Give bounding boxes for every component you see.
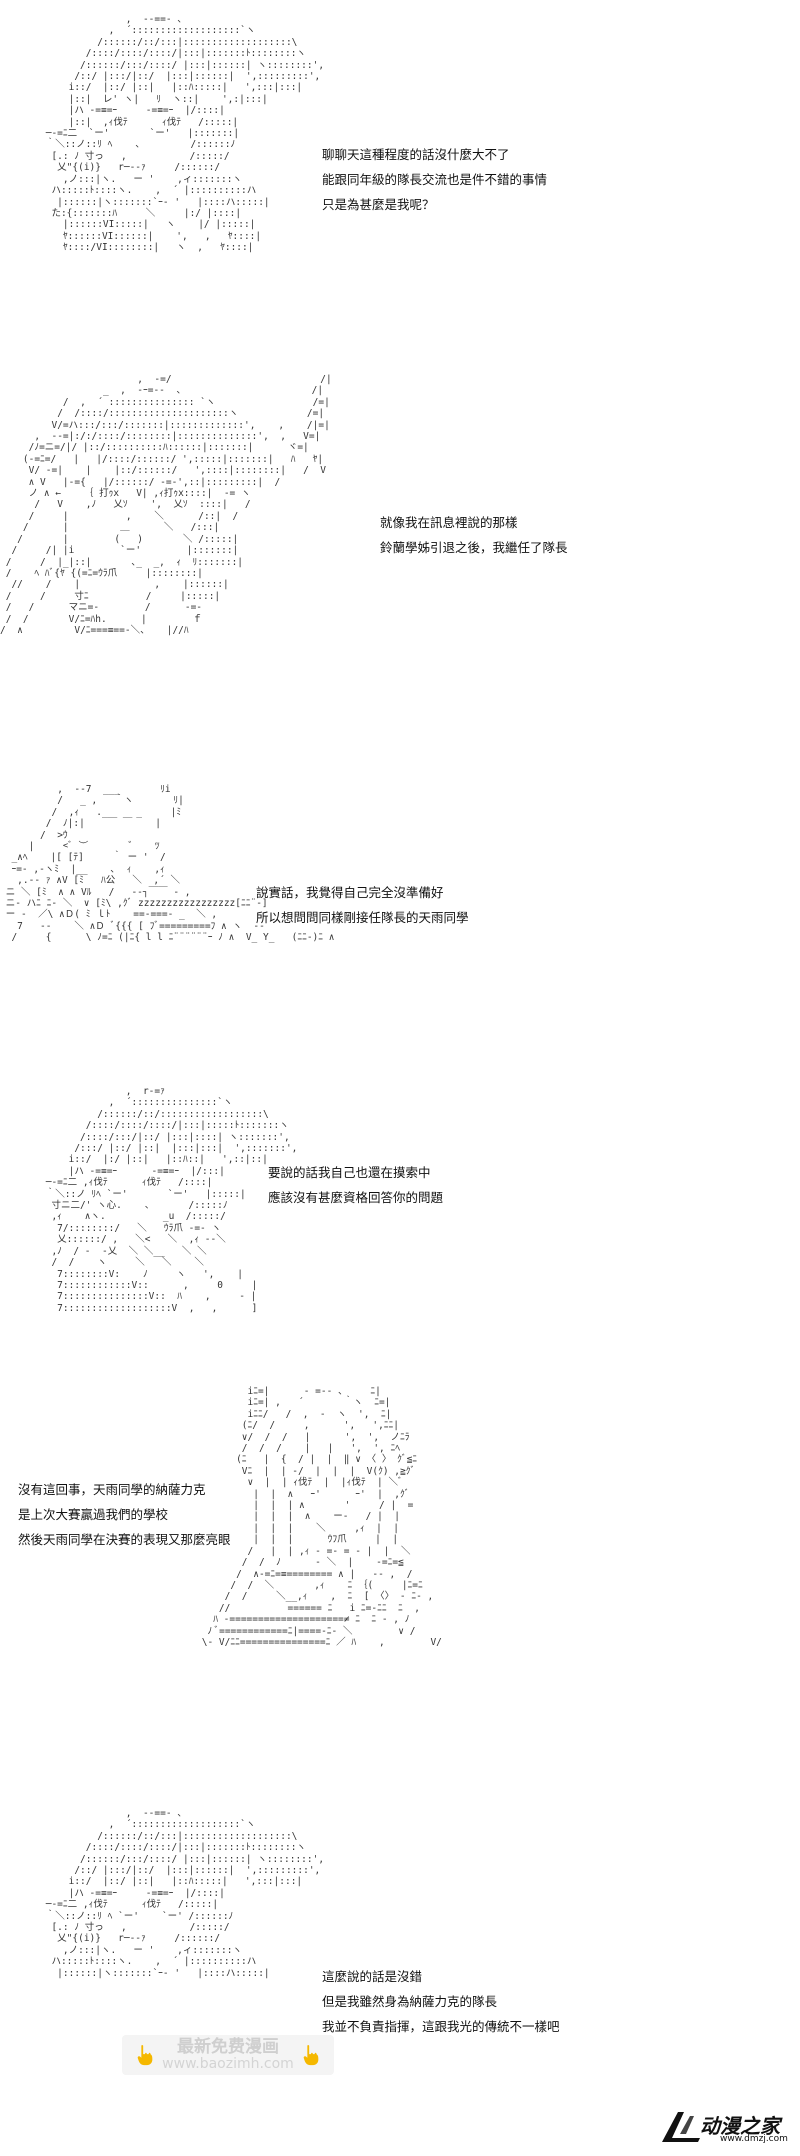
ascii-art-girl-phone: , -=/ /| _ , -ｰ=‐- 、 /| / , ´ ::::::::::…	[0, 374, 332, 636]
panel-5: iﾆ=| ‐ =‐‐ 、 ﾆ| iﾆ=| , ´ ｀ヽ ﾆ=| iﾆﾆ/ / ,…	[0, 1380, 800, 1780]
logo-text: 动漫之家	[700, 2114, 780, 2138]
dialog-line: 應該沒有甚麼資格回答你的問題	[268, 1190, 444, 1205]
dialog-line: 只是為甚麼是我呢？	[322, 197, 435, 212]
brush-stroke-icon	[662, 2112, 700, 2142]
ascii-art-girl-thinking: , r‐=ｧ , ´:::::::::::::::`ヽ /::::::/::/:…	[45, 1086, 298, 1314]
dialog-line: 所以想問問同樣剛接任隊長的天雨同學	[256, 910, 469, 925]
dialog-line: 能跟同年級的隊長交流也是件不錯的事情	[322, 172, 548, 187]
panel-1: , -‐==- 、 , ´:::::::::::::::::::`ヽ /::::…	[0, 0, 800, 360]
dialog-line: 就像我在訊息裡說的那樣	[380, 515, 518, 530]
ascii-art-girl-braid-repeat: , -‐==- 、 , ´:::::::::::::::::::`ヽ /::::…	[45, 1808, 325, 1979]
panel-6: , -‐==- 、 , ´:::::::::::::::::::`ヽ /::::…	[0, 1780, 800, 2156]
logo-url: www.dmzj.com	[720, 2134, 788, 2144]
pointing-hand-icon	[303, 2045, 319, 2066]
dialog-line: 聊聊天這種程度的話沒什麼大不了	[322, 147, 510, 162]
dialog-line: 說實話，我覺得自己完全沒準備好	[256, 885, 444, 900]
watermark-text: 最新免费漫画	[177, 2037, 279, 2057]
dialog-line: 沒有這回事，天雨同學的納薩力克	[18, 1482, 206, 1497]
panel-4: , r‐=ｧ , ´:::::::::::::::`ヽ /::::::/::/:…	[0, 1080, 800, 1380]
ascii-art-girl-braid: , -‐==- 、 , ´:::::::::::::::::::`ヽ /::::…	[45, 14, 325, 254]
dialog-line: 但是我雖然身為納薩力克的隊長	[322, 1994, 498, 2009]
watermark-url: www.baozimh.com	[162, 2056, 294, 2072]
dialog-line: 然後天雨同學在決賽的表現又那麼亮眼	[18, 1532, 231, 1547]
ascii-art-girl-long-hair: iﾆ=| ‐ =‐‐ 、 ﾆ| iﾆ=| , ´ ｀ヽ ﾆ=| iﾆﾆ/ / ,…	[201, 1386, 442, 1648]
baozimh-watermark: 最新免费漫画 www.baozimh.com	[122, 2035, 334, 2075]
pointing-hand-icon	[137, 2045, 153, 2066]
dmzj-logo: 动漫之家 www.dmzj.com	[660, 2108, 790, 2146]
panel-2: , -=/ /| _ , -ｰ=‐- 、 /| / , ´ ::::::::::…	[0, 360, 800, 780]
dialog-line: 是上次大賽贏過我們的學校	[18, 1507, 169, 1522]
dialog-line: 我並不負責指揮，這跟我光的傳統不一樣吧	[322, 2019, 560, 2034]
panel-3: , -‐7 ___ ﾘi / _ , ｀ヽ ﾘ| / ,ｨ ._ _ |ﾐ / …	[0, 780, 800, 1080]
dialog-line: 要說的話我自己也還在摸索中	[268, 1165, 431, 1180]
dialog-line: 鈴蘭學姊引退之後，我繼任了隊長	[380, 540, 568, 555]
ascii-art-girl-table: , -‐7 ___ ﾘi / _ , ｀ヽ ﾘ| / ,ｨ ._ _ |ﾐ / …	[5, 784, 335, 944]
dialog-line: 這麼說的話是沒錯	[322, 1969, 423, 1984]
